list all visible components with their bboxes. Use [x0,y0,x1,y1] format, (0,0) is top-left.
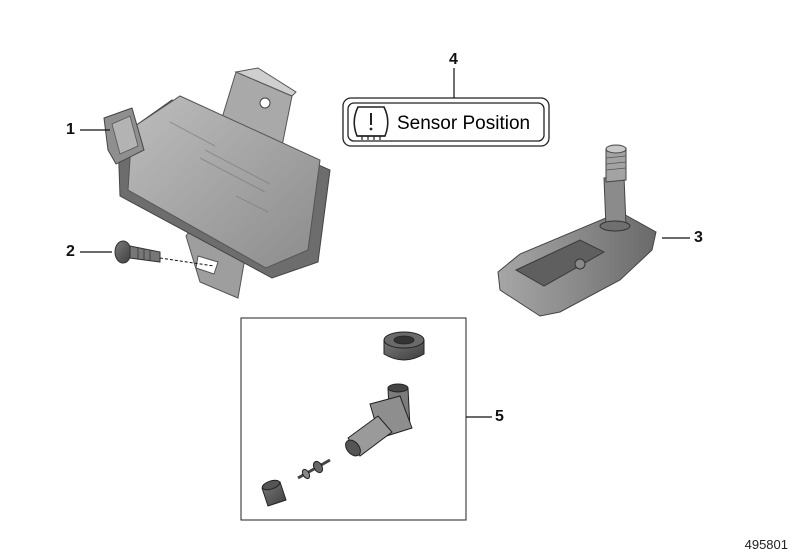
callout-3: 3 [694,229,703,246]
diagram-number: 495801 [744,537,788,552]
callout-1: 1 [66,121,75,138]
valve-body [345,383,413,457]
tire-pressure-warning-icon [353,106,389,140]
grommet [383,331,425,361]
tire-sensor-part [497,144,657,317]
valve-kit-part [240,317,467,521]
valve-cap [261,479,287,507]
leader-lines [80,68,690,418]
callout-2: 2 [66,243,75,260]
control-unit-part [103,67,331,299]
valve-core [297,458,331,480]
callout-4: 4 [449,51,458,68]
screw-part [114,240,215,267]
sensor-position-label-part: Sensor Position [342,97,550,147]
callout-5: 5 [495,408,504,425]
sensor-position-text: Sensor Position [397,113,530,134]
